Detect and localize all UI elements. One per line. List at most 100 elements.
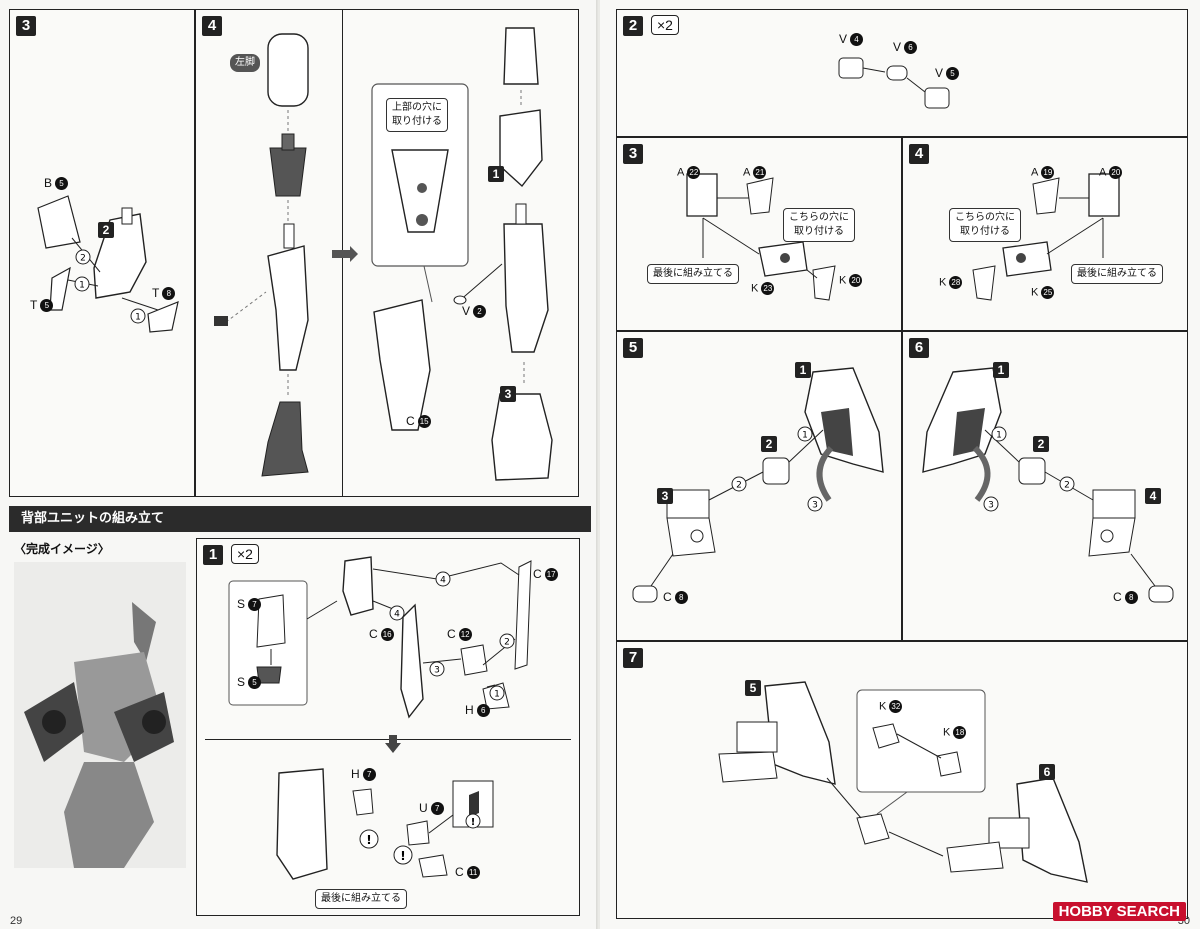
step1-panel: 1 ×2 4 4 2 3 1 [196, 538, 580, 916]
sub-step-ref: 1 [795, 362, 811, 378]
caution-icon: ! [400, 849, 405, 863]
step-number: 4 [202, 16, 222, 36]
sub-step-ref: 1 [488, 166, 504, 182]
sub-step-ref: 2 [1033, 436, 1049, 452]
order-mark: 3 [434, 666, 440, 676]
order-mark: 1 [494, 690, 500, 700]
order-mark: 3 [812, 501, 818, 511]
sub-step-ref: 2 [98, 222, 114, 238]
sub-step-ref: 3 [500, 386, 516, 402]
order-mark: 2 [1064, 481, 1070, 491]
complete-image-photo [14, 562, 186, 868]
order-mark: 2 [736, 481, 742, 491]
hobby-search-watermark: HOBBY SEARCH [1052, 902, 1186, 921]
quantity-badge: ×2 [651, 15, 679, 35]
sub-step-ref: 4 [1145, 488, 1161, 504]
leg-exploded-diagram [214, 27, 553, 481]
quantity-badge: ×2 [231, 544, 259, 564]
side-tag: 左脚 [230, 54, 260, 72]
book-spine [596, 0, 602, 929]
step7-diagram [718, 681, 1088, 883]
order-mark: 1 [135, 313, 141, 323]
step2-diagram [838, 57, 950, 109]
assemble-last-note: 最後に組み立てる [1071, 264, 1163, 284]
step4-panel-left: 4 左脚 [195, 9, 579, 497]
page-number: 29 [10, 915, 23, 927]
section-title: 背部ユニットの組み立て [9, 506, 591, 532]
step-number: 3 [16, 16, 36, 36]
order-mark: 4 [394, 610, 400, 620]
caution-icon: ! [471, 817, 476, 828]
step-number: 4 [909, 144, 929, 164]
step4-diagram [972, 173, 1120, 301]
order-mark: 1 [802, 431, 808, 441]
step-number: 1 [203, 545, 223, 565]
step-number: 7 [623, 648, 643, 668]
attach-note: こちらの穴に 取り付ける [949, 208, 1021, 242]
order-mark: 2 [504, 638, 510, 648]
sub-step-ref: 3 [657, 488, 673, 504]
step3-diagram: 2 1 1 [37, 195, 179, 333]
step5-diagram: 1 2 3 [632, 367, 884, 603]
order-mark: 1 [996, 431, 1002, 441]
step-number: 6 [909, 338, 929, 358]
step-number: 3 [623, 144, 643, 164]
separator [205, 739, 571, 740]
step6-diagram: 1 2 3 [922, 367, 1174, 603]
back-unit-diagram: 4 4 2 3 1 ! ! ! [228, 556, 532, 880]
complete-image-label: 〈完成イメージ〉 [14, 542, 110, 556]
attach-note: こちらの穴に 取り付ける [783, 208, 855, 242]
assemble-last-note: 最後に組み立てる [315, 889, 407, 909]
step-number: 2 [623, 16, 643, 36]
step-number: 5 [623, 338, 643, 358]
order-mark: 4 [440, 576, 446, 586]
sub-step-ref: 5 [745, 680, 761, 696]
order-mark: 1 [79, 281, 85, 291]
sub-step-ref: 1 [993, 362, 1009, 378]
attach-note: 上部の穴に 取り付ける [386, 98, 448, 132]
sub-step-ref: 6 [1039, 764, 1055, 780]
step3-diagram [686, 173, 836, 301]
sub-step-ref: 2 [761, 436, 777, 452]
order-mark: 2 [80, 254, 86, 264]
caution-icon: ! [366, 833, 371, 847]
